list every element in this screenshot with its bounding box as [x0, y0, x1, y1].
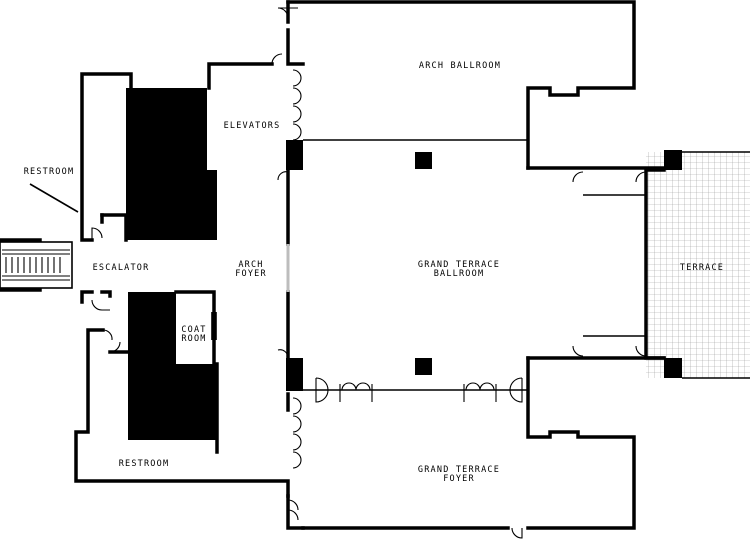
label-grand-terrace-ballroom-2: BALLROOM: [434, 269, 485, 279]
label-terrace: TERRACE: [680, 263, 724, 273]
label-arch-foyer-1: ARCH: [238, 260, 263, 270]
label-coat-room-2: ROOM: [181, 334, 206, 344]
service-core-upper: [126, 88, 217, 240]
label-grand-terrace-ballroom-1: GRAND TERRACE: [418, 260, 500, 270]
label-coat-room-1: COAT: [181, 325, 206, 335]
doors: [29, 7, 647, 539]
label-elevators: ELEVATORS: [224, 121, 281, 131]
terrace-area: [646, 151, 750, 379]
columns: [286, 140, 682, 391]
label-grand-terrace-foyer-2: FOYER: [443, 474, 475, 484]
label-restroom-upper: RESTROOM: [24, 167, 75, 177]
label-arch-ballroom: ARCH BALLROOM: [419, 61, 501, 71]
label-restroom-lower: RESTROOM: [119, 459, 170, 469]
label-escalator: ESCALATOR: [93, 263, 150, 273]
room-labels: ARCH BALLROOM ELEVATORS RESTROOM ESCALAT…: [24, 61, 724, 484]
label-grand-terrace-foyer-1: GRAND TERRACE: [418, 465, 500, 475]
walls: [0, 0, 666, 530]
label-arch-foyer-2: FOYER: [235, 269, 267, 279]
service-core-lower: [128, 292, 217, 440]
